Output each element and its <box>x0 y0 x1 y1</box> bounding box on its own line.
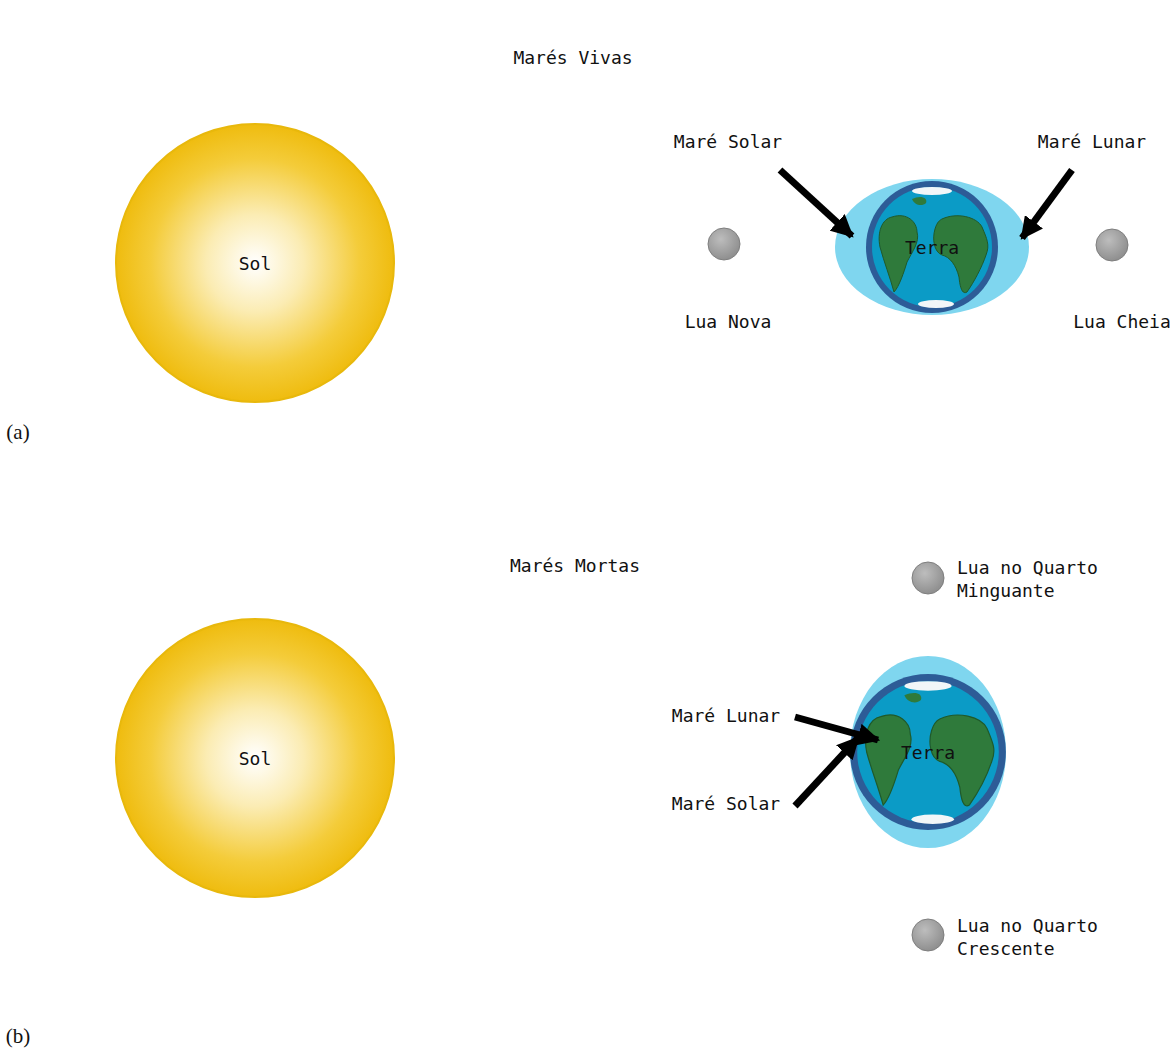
panel-title: Marés Vivas <box>513 46 632 69</box>
node-text: Sol <box>239 253 272 274</box>
moon-label: Lua no Quarto Minguante <box>957 556 1117 603</box>
tide-label: Maré Solar <box>674 130 782 153</box>
panel-letter: (a) <box>6 419 29 446</box>
sun-circle: Sol <box>157 165 353 361</box>
tide-label: Maré Lunar <box>1038 130 1146 153</box>
earth-globe: Terra <box>868 697 988 807</box>
moon-label: Lua Nova <box>685 310 772 333</box>
panel-title: Marés Mortas <box>510 554 640 577</box>
node-text: Terra <box>901 742 955 763</box>
tide-label: Maré Solar <box>672 792 780 815</box>
moon-label: Lua no Quarto Crescente <box>957 914 1117 961</box>
sun-circle: Sol <box>157 660 353 856</box>
panel-letter: (b) <box>6 1023 31 1050</box>
node-text: Terra <box>905 237 959 258</box>
moon-label: Lua Cheia <box>1073 310 1171 333</box>
tide-label: Maré Lunar <box>672 704 780 727</box>
earth-globe: Terra <box>872 202 992 292</box>
node-text: Sol <box>239 748 272 769</box>
